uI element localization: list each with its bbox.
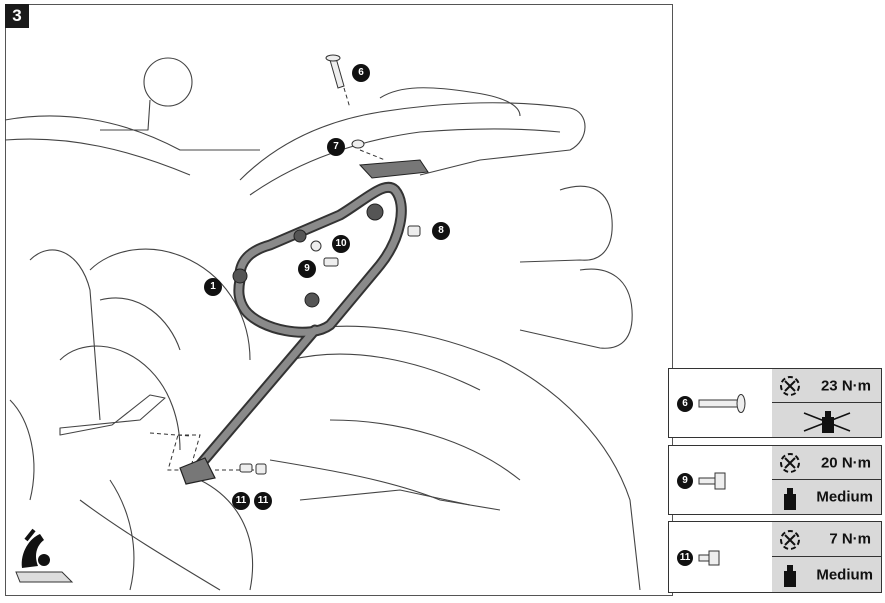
callout-1: 1: [204, 278, 222, 296]
torque-wrench-icon: [780, 530, 800, 550]
torque-cell: 7 N·m: [772, 522, 881, 557]
hex-screw-icon: [698, 550, 720, 566]
callout-7: 7: [327, 138, 345, 156]
part-number: 11: [677, 550, 693, 566]
torque-value: 23 N·m: [820, 377, 871, 394]
part-cell: 6: [669, 369, 773, 437]
callout-10: 10: [332, 235, 350, 253]
callout-9: 9: [298, 260, 316, 278]
torque-wrench-icon: [780, 376, 800, 396]
torque-value: 20 N·m: [820, 454, 871, 471]
threadlock-cell: Medium: [772, 480, 881, 514]
callout-11-b: 11: [254, 492, 272, 510]
callout-6: 6: [352, 64, 370, 82]
torque-row-11: 11 7 N·m Medium: [668, 521, 882, 593]
bolt-icon: [698, 394, 746, 413]
torque-wrench-icon: [780, 453, 800, 473]
torque-cell: 23 N·m: [772, 369, 881, 403]
tool-icon: [15, 528, 74, 583]
threadlocker-bottle-icon: [784, 488, 796, 510]
torque-row-9: 9 20 N·m Medium: [668, 445, 882, 515]
threadlock-value: Medium: [816, 566, 873, 583]
torque-row-6: 6 23 N·m: [668, 368, 882, 438]
threadlock-cell: [772, 403, 881, 437]
part-cell: 9: [669, 446, 773, 514]
part-cell: 11: [669, 522, 773, 592]
step-number: 3: [5, 4, 29, 28]
hex-bolt-icon: [698, 472, 726, 490]
threadlock-cell: Medium: [772, 557, 881, 592]
torque-cell: 20 N·m: [772, 446, 881, 480]
callout-8: 8: [432, 222, 450, 240]
illustration-frame: [5, 4, 673, 596]
threadlocker-bottle-icon: [784, 565, 796, 587]
torque-value: 7 N·m: [829, 530, 871, 548]
part-number: 6: [677, 396, 693, 412]
part-number: 9: [677, 473, 693, 489]
callout-11-a: 11: [232, 492, 250, 510]
threadlocker-not-required-icon: [803, 411, 851, 433]
threadlock-value: Medium: [816, 488, 873, 506]
